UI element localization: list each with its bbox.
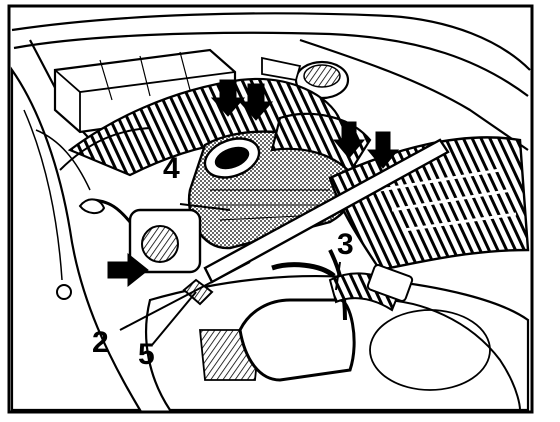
- arrow-right-5: [107, 252, 149, 288]
- diagonal-strut: [203, 138, 450, 284]
- arrow-down-3: [332, 121, 366, 159]
- callout-4: 4: [163, 152, 180, 185]
- arrow-down-4: [366, 131, 400, 169]
- callout-5: 5: [138, 338, 155, 371]
- callout-2: 2: [92, 326, 109, 359]
- intake-manifold: [328, 136, 530, 272]
- leader-line-3: [335, 261, 341, 291]
- leader-line-2: [119, 261, 251, 331]
- arrow-down-2: [238, 83, 274, 121]
- airflow-sensor: [78, 198, 202, 274]
- hose-connector: [328, 264, 414, 312]
- arrow-down-1: [210, 79, 246, 117]
- leader-lines: [119, 203, 341, 346]
- clip-part: [182, 278, 214, 306]
- left-fender: [10, 66, 142, 412]
- callout-3: 3: [337, 228, 354, 261]
- leader-line-4: [179, 203, 231, 211]
- arrows: [107, 79, 400, 288]
- reservoir-cap: [261, 56, 350, 100]
- leader-line-5: [151, 291, 197, 346]
- hood-outline: [11, 12, 531, 151]
